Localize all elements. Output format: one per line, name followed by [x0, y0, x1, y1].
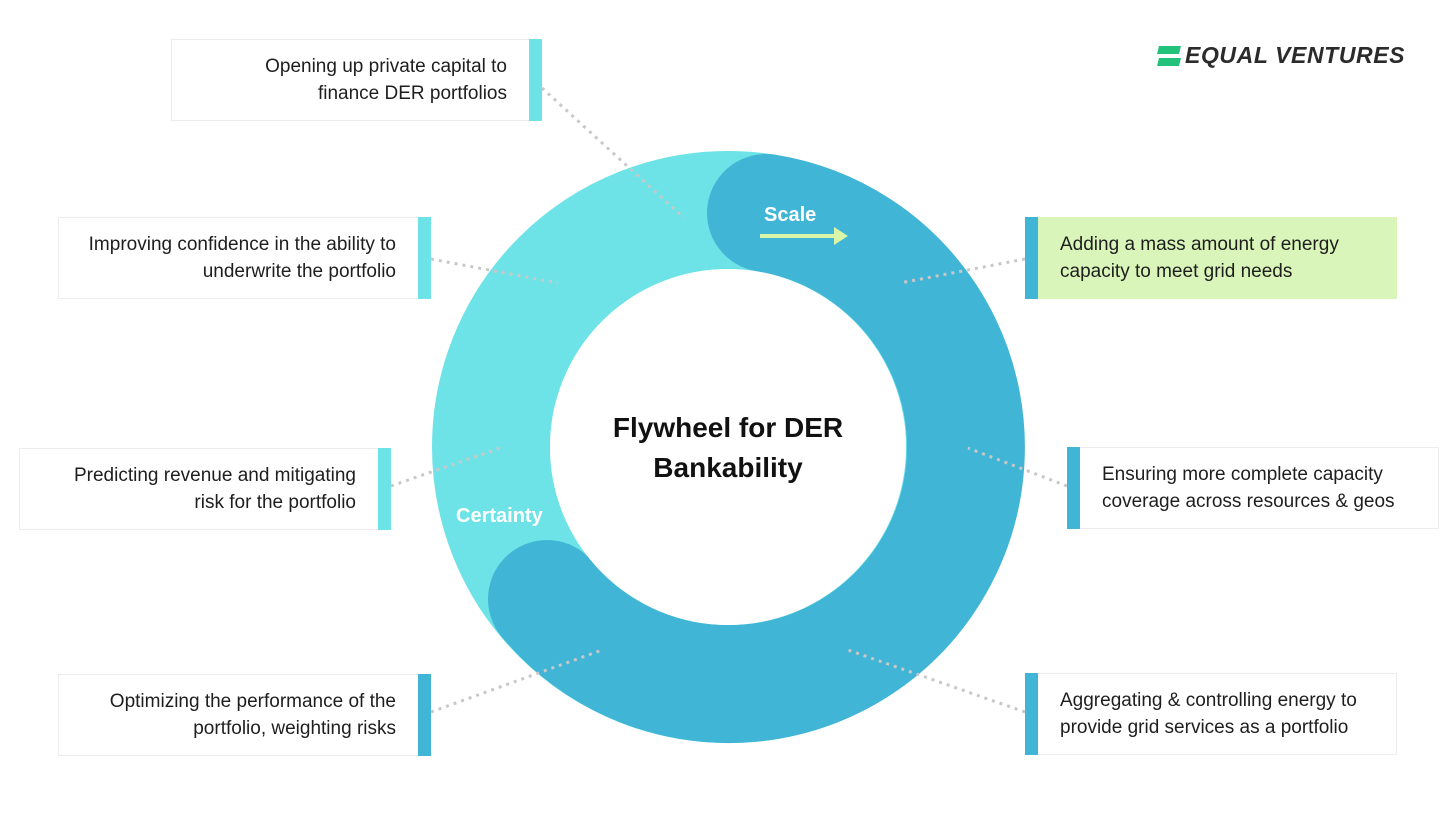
- card-aggregate: Aggregating & controlling energy to prov…: [1025, 673, 1397, 755]
- connector-predict-revenue: [390, 446, 501, 488]
- card-predict-revenue: Predicting revenue and mitigating risk f…: [19, 448, 391, 530]
- equal-ventures-logo: EQUAL VENTURES: [1157, 42, 1406, 69]
- connector-underwrite: [430, 257, 559, 285]
- card-underwrite-text: Improving confidence in the ability to u…: [88, 234, 396, 282]
- card-optimize-text: Optimizing the performance of the portfo…: [109, 691, 396, 739]
- card-private-capital-bar: [529, 39, 542, 121]
- card-underwrite: Improving confidence in the ability to u…: [58, 217, 431, 299]
- card-predict-revenue-bar: [378, 448, 391, 530]
- card-private-capital: Opening up private capital to finance DE…: [171, 39, 542, 121]
- diagram-title: Flywheel for DER Bankability: [612, 412, 844, 483]
- card-aggregate-text: Aggregating & controlling energy to prov…: [1060, 690, 1357, 738]
- card-energy-capacity-bar: [1025, 217, 1038, 299]
- card-coverage-text: Ensuring more complete capacity coverage…: [1102, 464, 1395, 512]
- card-predict-revenue-text: Predicting revenue and mitigating risk f…: [73, 465, 356, 513]
- center-disk: [550, 269, 906, 625]
- card-aggregate-bar: [1025, 673, 1038, 755]
- scale-arrow-icon: [760, 227, 848, 245]
- card-optimize: Optimizing the performance of the portfo…: [58, 674, 431, 756]
- card-coverage-bar: [1067, 447, 1080, 529]
- connector-energy-capacity: [899, 257, 1026, 285]
- connector-private-capital: [540, 86, 686, 220]
- card-private-capital-text: Opening up private capital to finance DE…: [265, 56, 507, 104]
- equal-sign-icon: [1157, 45, 1181, 66]
- logo-text: EQUAL VENTURES: [1185, 42, 1406, 68]
- connector-coverage: [967, 446, 1068, 488]
- scale-arc: [488, 154, 1025, 744]
- connector-optimize: [430, 648, 603, 714]
- card-optimize-bar: [418, 674, 431, 756]
- card-energy-capacity-text: Adding a mass amount of energy capacity …: [1060, 234, 1339, 282]
- card-underwrite-bar: [418, 217, 431, 299]
- card-coverage: Ensuring more complete capacity coverage…: [1067, 447, 1439, 529]
- scale-label: Scale: [764, 204, 817, 226]
- certainty-label: Certainty: [456, 505, 543, 527]
- card-energy-capacity: Adding a mass amount of energy capacity …: [1025, 217, 1397, 299]
